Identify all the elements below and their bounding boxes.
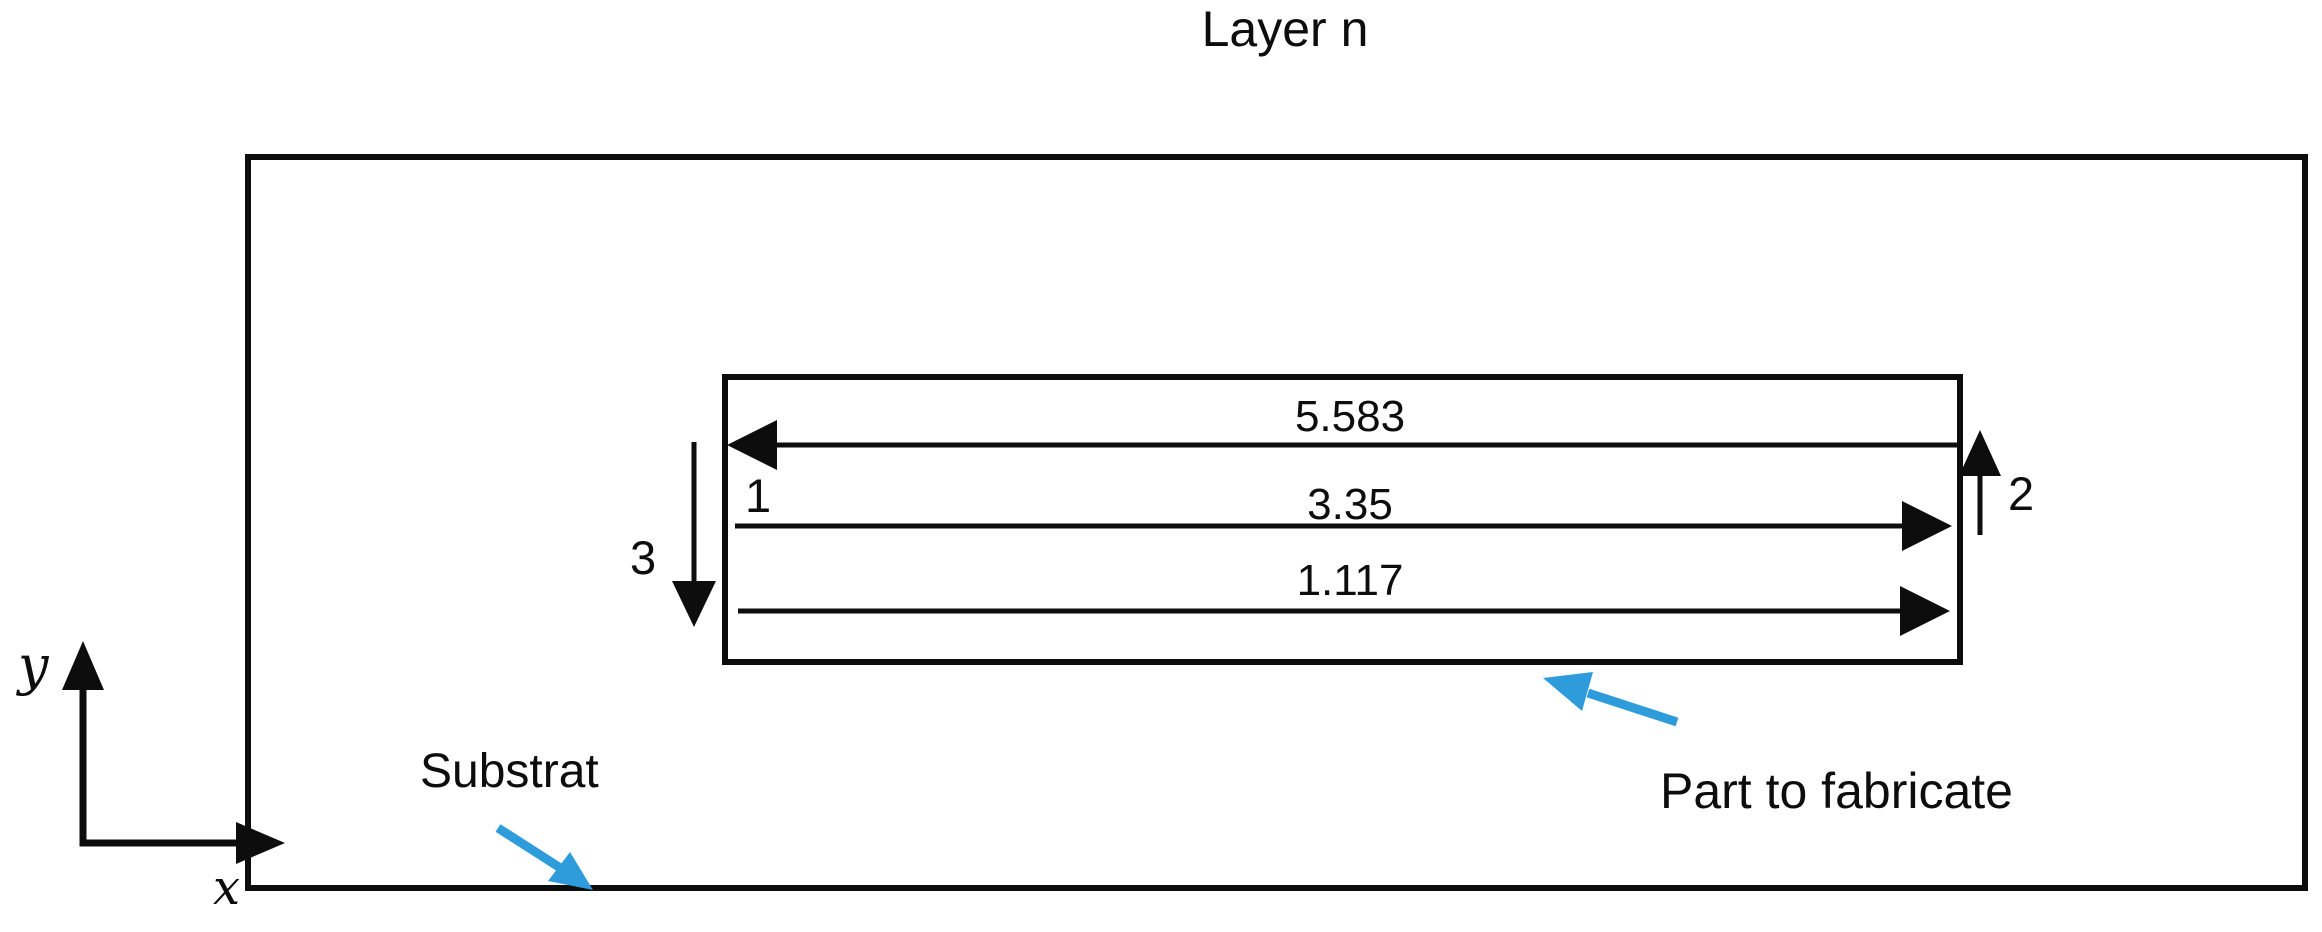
scan-arrow-right-335 [735,501,1952,551]
step-marker-3: 3 [630,531,657,584]
y-axis-arrowhead [62,641,104,690]
segment-length-3: 1.117 [1296,556,1404,605]
scan-arrow-right-1117 [738,586,1950,636]
part-to-fabricate-label: Part to fabricate [1660,763,2013,819]
substrate-label: Substrat [420,745,599,798]
diagram-title: Layer n [1201,1,1369,57]
step-down-arrow [672,442,716,627]
segment-length-1: 5.583 [1294,392,1406,441]
step-marker-2: 2 [2008,467,2035,520]
substrate-pointer-arrow [495,824,593,890]
y-axis-label: y [18,634,49,697]
step-marker-1: 1 [745,469,772,522]
part-pointer-arrow [1543,672,1679,727]
scan-arrow-left-5583 [727,420,1957,470]
coordinate-axes [62,641,285,864]
x-axis-label: x [213,860,241,916]
step-up-arrow [1959,430,2001,535]
part-rectangle [722,374,1963,665]
segment-length-2: 3.35 [1307,480,1393,529]
axes-lines [79,688,240,847]
substrate-rectangle [245,154,2308,891]
x-axis-arrowhead [236,822,285,864]
